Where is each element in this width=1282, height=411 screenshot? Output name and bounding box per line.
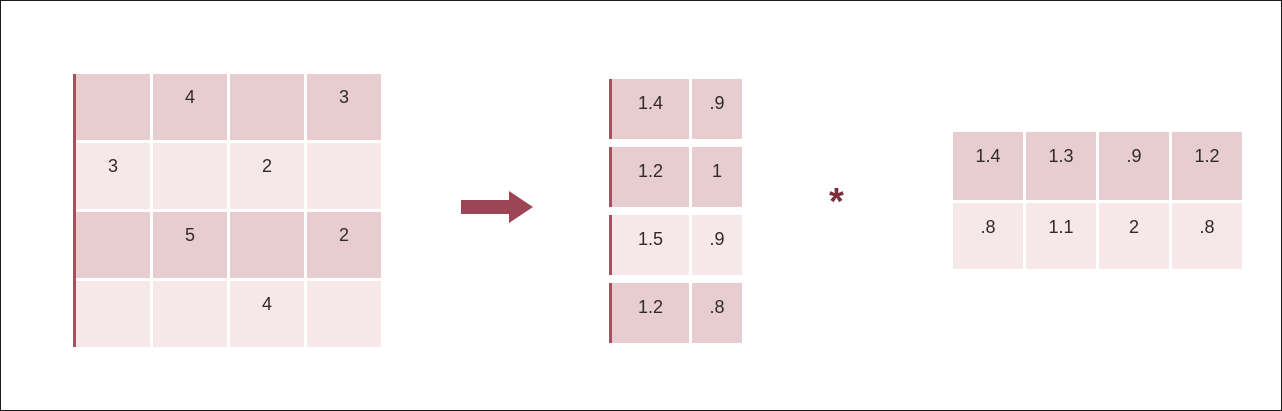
- items-cell-1-2: 2: [1099, 203, 1169, 269]
- items-cell-0-2: .9: [1099, 132, 1169, 200]
- users-cell-2-0: 1.5: [609, 215, 689, 275]
- users-cell-0-0: 1.4: [609, 79, 689, 139]
- ratings-matrix: 4 3 3 2 5 2 4: [73, 74, 381, 347]
- ratings-cell-0-2: [230, 74, 304, 140]
- items-cell-1-1: 1.1: [1026, 203, 1096, 269]
- ratings-cell-1-1: [153, 143, 227, 209]
- ratings-cell-0-0: [76, 74, 150, 140]
- items-factor-matrix: 1.4 1.3 .9 1.2 .8 1.1 2 .8: [953, 132, 1242, 269]
- ratings-cell-0-3: 3: [307, 74, 381, 140]
- items-cell-1-0: .8: [953, 203, 1023, 269]
- items-cell-0-3: 1.2: [1172, 132, 1242, 200]
- ratings-cell-1-2: 2: [230, 143, 304, 209]
- ratings-cell-3-3: [307, 281, 381, 347]
- items-cell-0-0: 1.4: [953, 132, 1023, 200]
- ratings-cell-2-1: 5: [153, 212, 227, 278]
- items-cell-0-1: 1.3: [1026, 132, 1096, 200]
- ratings-cell-3-0: [76, 281, 150, 347]
- users-cell-0-1: .9: [692, 79, 742, 139]
- users-cell-3-0: 1.2: [609, 283, 689, 343]
- ratings-cell-1-3: [307, 143, 381, 209]
- users-factor-matrix: 1.4 .9 1.2 1 1.5 .9 1.2 .8: [609, 79, 742, 343]
- ratings-cell-2-3: 2: [307, 212, 381, 278]
- ratings-cell-3-2: 4: [230, 281, 304, 347]
- ratings-cell-2-0: [76, 212, 150, 278]
- users-cell-3-1: .8: [692, 283, 742, 343]
- ratings-cell-1-0: 3: [76, 143, 150, 209]
- items-cell-1-3: .8: [1172, 203, 1242, 269]
- right-arrow-icon: [461, 191, 533, 223]
- ratings-cell-0-1: 4: [153, 74, 227, 140]
- ratings-cell-3-1: [153, 281, 227, 347]
- users-cell-2-1: .9: [692, 215, 742, 275]
- users-cell-1-0: 1.2: [609, 147, 689, 207]
- multiply-operator: *: [829, 181, 844, 223]
- ratings-cell-2-2: [230, 212, 304, 278]
- users-cell-1-1: 1: [692, 147, 742, 207]
